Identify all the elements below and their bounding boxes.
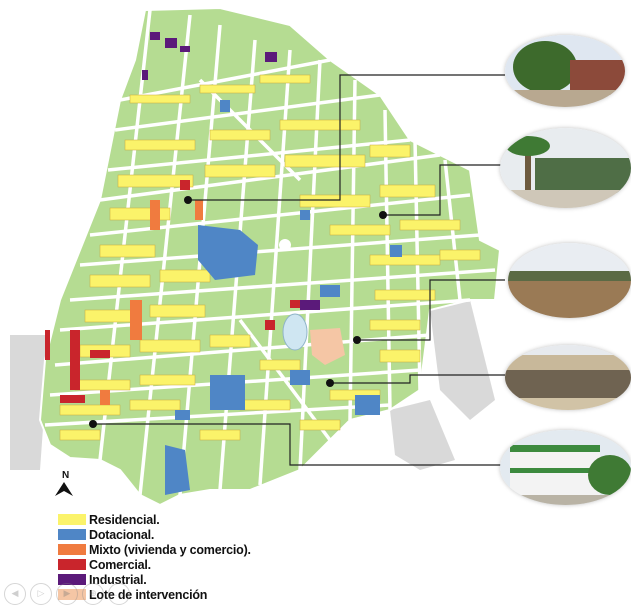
photo-palm-house	[500, 128, 631, 208]
roundabout	[279, 239, 291, 251]
legend-item-institutional: Dotacional.	[58, 527, 251, 542]
photo-open-field	[508, 243, 631, 318]
north-label: N	[62, 470, 70, 481]
photo-green-white-building	[500, 430, 631, 505]
industrial-lots	[142, 32, 320, 310]
play-icon[interactable]: ▷	[30, 583, 52, 605]
prev-icon[interactable]: ◀	[4, 583, 26, 605]
location-markers	[89, 196, 387, 428]
legend: Residencial. Dotacional. Mixto (vivienda…	[58, 512, 251, 602]
next-icon[interactable]: ▶	[56, 583, 78, 605]
legend-item-industrial: Industrial.	[58, 572, 251, 587]
zoom-icon[interactable]: ⊕	[82, 583, 104, 605]
north-arrow-icon	[55, 482, 73, 496]
legend-swatch	[58, 514, 86, 525]
photo-tree-and-house	[505, 35, 625, 107]
legend-swatch	[58, 559, 86, 570]
slide-controls: ◀ ▷ ▶ ⊕ …	[4, 583, 130, 605]
legend-item-mixed: Mixto (vivienda y comercio).	[58, 542, 251, 557]
intervention-lot	[310, 328, 345, 365]
legend-swatch	[58, 574, 86, 585]
leader-lines	[93, 74, 505, 466]
photo-long-building	[505, 345, 631, 410]
outside-area	[10, 300, 495, 470]
legend-swatch	[58, 529, 86, 540]
legend-item-commercial: Comercial.	[58, 557, 251, 572]
institutional-lots	[165, 100, 402, 495]
residential-lots	[59, 74, 481, 441]
legend-item-residential: Residencial.	[58, 512, 251, 527]
legend-swatch	[58, 544, 86, 555]
pond	[282, 313, 308, 351]
more-icon[interactable]: …	[108, 583, 130, 605]
